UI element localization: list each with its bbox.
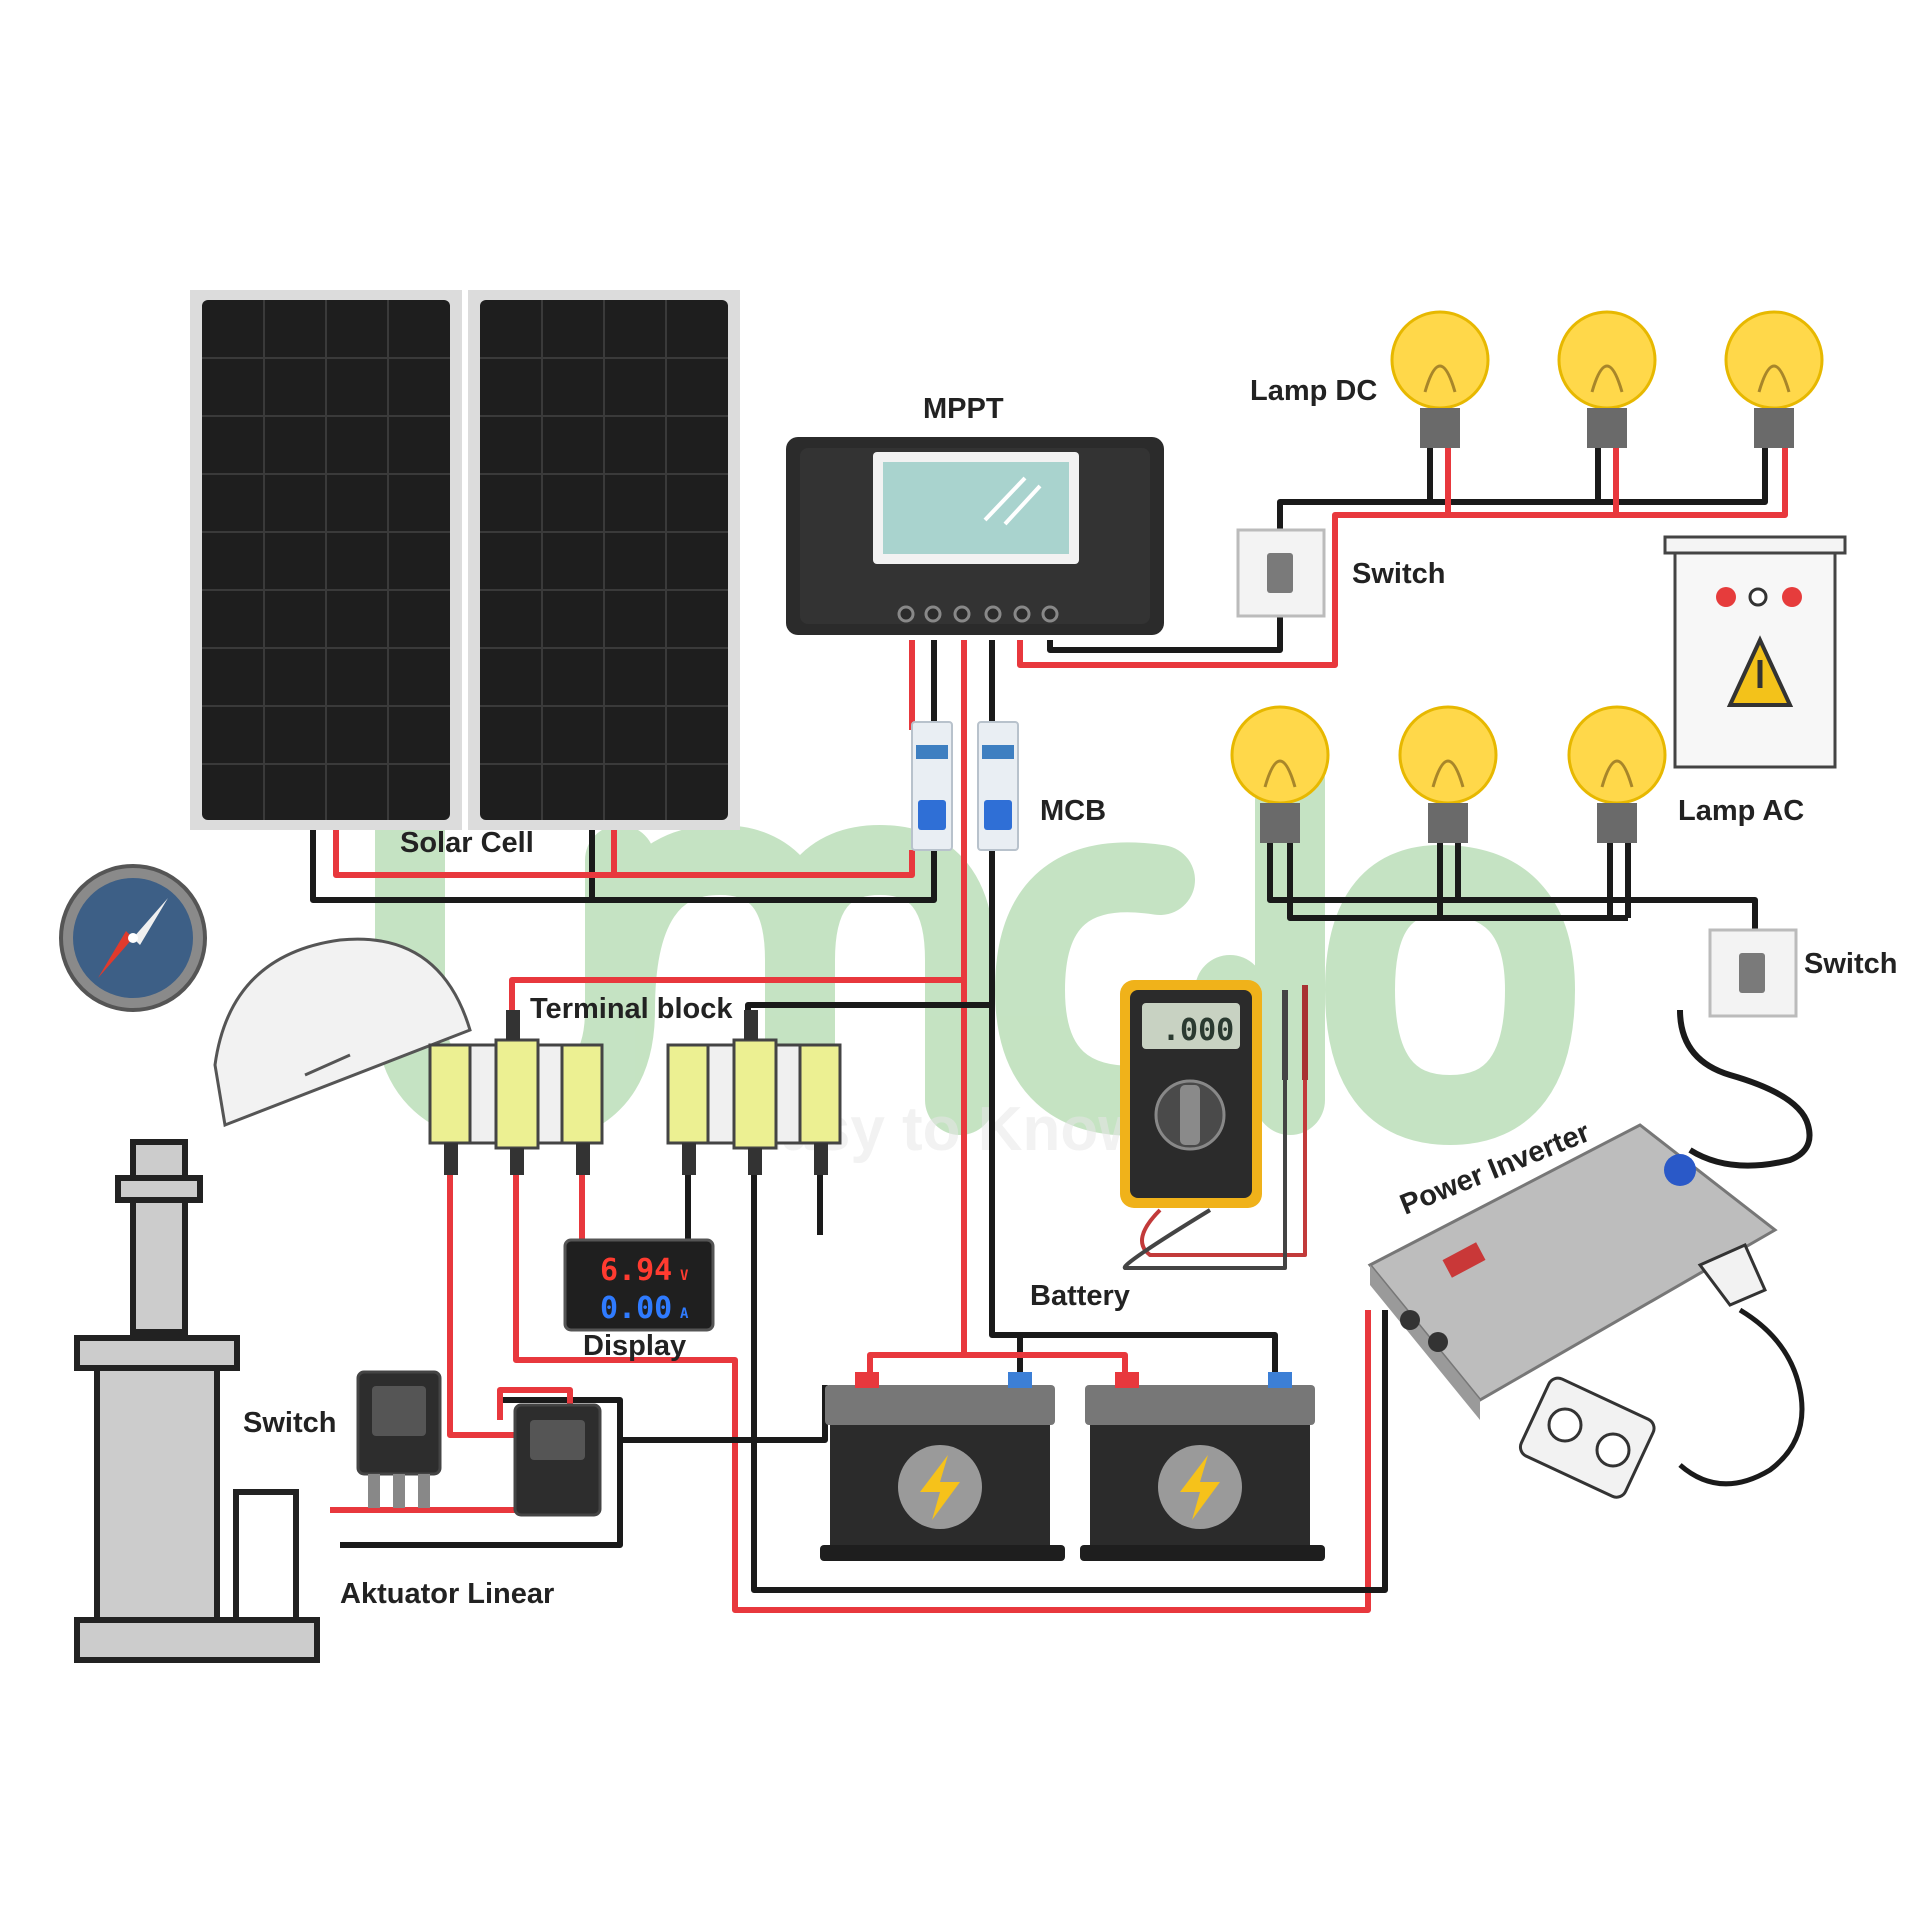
label-mcb: MCB [1040, 795, 1106, 827]
dpdt-switch [513, 1403, 602, 1517]
battery-2 [1080, 1372, 1325, 1561]
wire-mcb2-batt-neg [989, 850, 1023, 1385]
power-socket-strip [1518, 1376, 1656, 1499]
wire-meter-red [1140, 1080, 1307, 1257]
wire-solar-pos [333, 830, 915, 878]
wire-batt-pos-link [870, 1352, 1128, 1385]
label-terminal-block: Terminal block [530, 993, 733, 1025]
switch-ac [1708, 928, 1798, 1018]
lamp-ac-1 [1230, 705, 1330, 843]
solar-panel-left [190, 290, 462, 830]
wire-mppt-dc-pos [1017, 440, 1788, 668]
mcb-breaker-2 [977, 721, 1019, 851]
label-lamp-ac: Lamp AC [1678, 795, 1804, 827]
multimeter-reading: .000 [1162, 1013, 1234, 1048]
multimeter-probes [1282, 985, 1308, 1080]
linear-actuator [74, 1139, 320, 1663]
wire-dpdt-box [340, 1397, 623, 1548]
wire-switch-battery [618, 1385, 828, 1443]
label-battery: Battery [1030, 1280, 1130, 1312]
mcb-breaker-1 [911, 721, 953, 851]
volt-amp-display: 6.94 0.00 V A [563, 1238, 715, 1332]
wires [310, 440, 1813, 1613]
wire-solar-neg [310, 830, 937, 903]
terminal-block-left [428, 1010, 604, 1175]
mppt-controller [786, 437, 1164, 635]
compass-icon [59, 864, 207, 1012]
label-mppt: MPPT [923, 393, 1004, 425]
display-current: 0.00 [600, 1291, 672, 1326]
label-lamp-dc: Lamp DC [1250, 375, 1377, 407]
label-aktuator-linear: Aktuator Linear [340, 1578, 554, 1610]
label-solar-cell: Solar Cell [400, 827, 534, 859]
display-current-unit: A [680, 1306, 689, 1322]
protractor-icon [213, 937, 472, 1128]
solar-panel-right [468, 290, 740, 830]
switch-dc [1236, 528, 1326, 618]
plug-cable [1678, 1307, 1805, 1487]
lamp-dc-1 [1390, 310, 1490, 448]
battery-1 [820, 1372, 1065, 1561]
terminal-block-right [666, 1010, 842, 1175]
lamp-dc-2 [1557, 310, 1657, 448]
label-switch-dc: Switch [1352, 558, 1445, 590]
inverter-plug-blue [1664, 1154, 1696, 1186]
wire-ac-top2 [1287, 830, 1628, 921]
wire-dpdt-red [497, 1387, 573, 1420]
wire-meter-black [1122, 1080, 1287, 1270]
label-switch-ac: Switch [1804, 948, 1897, 980]
rocker-switch [356, 1370, 442, 1508]
wire-tb-pos2 [513, 1175, 1371, 1613]
wire-tb-neg-feed [745, 1002, 992, 1010]
wire-batt-neg-link [1020, 1332, 1278, 1385]
label-switch-actuator: Switch [243, 1407, 336, 1439]
multimeter: .000 [1120, 980, 1262, 1208]
wire-tb-switch-pos [447, 1175, 545, 1438]
wire-tb-pos-feed [509, 977, 964, 1010]
power-plug [1678, 1243, 1805, 1487]
wire-ac-switch-inverter [1677, 1009, 1813, 1169]
wire-ac-top [1267, 830, 1758, 935]
power-inverter [1367, 1123, 1778, 1420]
label-display: Display [583, 1330, 686, 1362]
lamp-ac-2 [1398, 705, 1498, 843]
display-voltage-unit: V [680, 1268, 689, 1284]
display-voltage: 6.94 [600, 1253, 672, 1288]
lamp-ac-3 [1567, 705, 1667, 843]
wire-tb-neg2 [751, 1175, 1388, 1593]
electrical-panel-box [1663, 535, 1847, 769]
lamp-dc-3 [1724, 310, 1824, 448]
